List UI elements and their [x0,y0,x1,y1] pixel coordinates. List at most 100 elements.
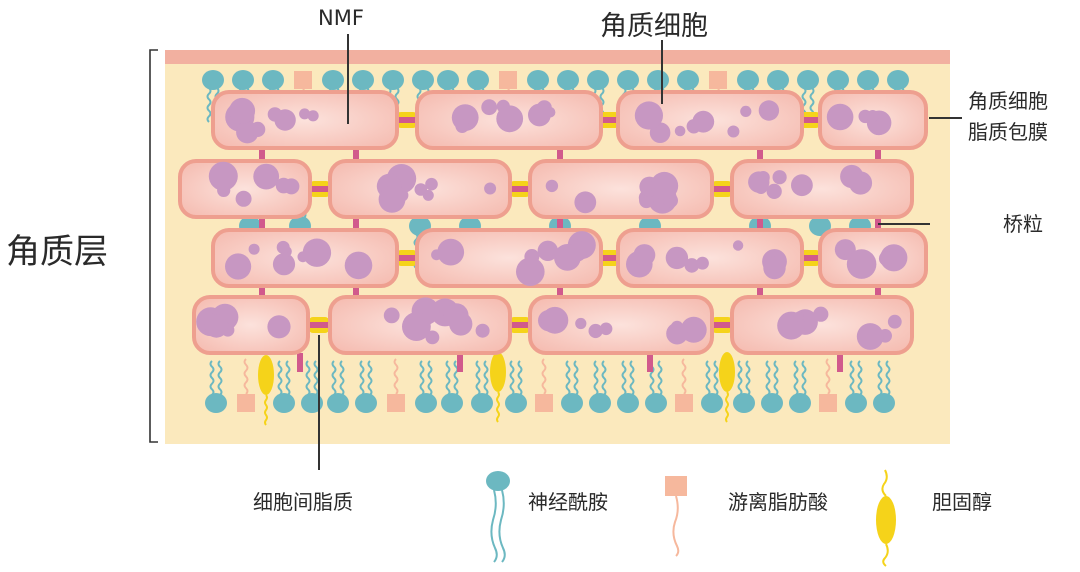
free-fatty-acid-head [294,71,312,89]
ceramide-molecule [327,393,349,413]
free-fatty-acid-icon-tail [672,495,680,557]
nmf-granule [541,306,569,334]
ceramide-head [412,70,434,90]
ceramide-head [701,393,723,413]
cholesterol-tail [264,394,268,426]
nmf-granule [496,105,524,133]
ceramide-molecule [617,393,639,413]
ceramide-tail [849,360,855,396]
corneodesmosome-label: 桥粒 [1003,212,1043,236]
free-fatty-acid-icon [665,476,687,496]
free-fatty-acid-tail [681,358,687,395]
cholesterol-molecule [258,355,274,395]
stratum-corneum-bracket [149,49,158,443]
free-fatty-acid-head [709,71,727,89]
ceramide-molecule [232,70,254,90]
ceramide-molecule [873,393,895,413]
ceramide-head [322,70,344,90]
ceramide-tail [313,360,319,396]
corneocyte-cell [528,295,714,355]
ceramide-tail [285,360,291,396]
nmf-granule [475,323,490,338]
ceramide-tail [705,360,711,396]
ceramide-head [327,393,349,413]
ceramide-tail [773,360,779,396]
nmf-granule [437,238,465,266]
ceramide-head [202,70,224,90]
ceramide-head [557,70,579,90]
ceramide-molecule [701,393,723,413]
ceramide-molecule [767,70,789,90]
ceramide-tail [305,360,311,396]
ceramide-molecule [202,70,224,90]
ceramide-tail [765,360,771,396]
ceramide-tail [801,360,807,396]
nmf-granule [791,174,813,197]
nmf-granule [299,108,311,120]
ceramide-head [471,393,493,413]
corneodesmosome [757,148,763,161]
nmf-granule [545,179,559,193]
ceramide-icon-tail [498,489,506,563]
ceramide-head [761,393,783,413]
nmf-granule [793,311,804,322]
corneodesmosome [297,353,303,372]
ceramide-tail [737,360,743,396]
top-edge-band [165,50,950,64]
corneodesmosome [557,217,563,230]
nmf-granule [267,315,291,339]
nmf-granule [878,251,894,266]
nmf-granule [414,183,428,196]
corneocyte-cell [730,295,914,355]
ceramide-molecule [273,393,295,413]
ceramide-head [437,70,459,90]
nmf-granule [588,323,603,339]
ceramide-molecule [761,393,783,413]
nmf-granule [665,246,689,270]
nmf-granule [449,312,473,336]
ceramide-molecule [857,70,879,90]
ceramide-molecule [527,70,549,90]
corneodesmosome [647,353,653,372]
nmf-granule [225,253,252,280]
corneodesmosome [310,186,330,192]
ceramide-molecule [505,393,527,413]
corneodesmosome [557,148,563,161]
nmf-granule [537,240,558,261]
corneodesmosome [712,322,732,328]
nmf-granule [634,101,664,130]
ceramide-head [767,70,789,90]
cholesterol-tail [725,391,729,423]
nmf-granule [856,323,884,350]
corneodesmosome [599,255,619,261]
ceramide-tail [621,360,627,396]
free-fatty-acid-tail [541,358,547,395]
ceramide-tail [713,360,719,396]
nmf-granule [253,163,280,190]
ceramide-molecule [737,70,759,90]
nmf-granule [766,183,782,199]
ceramide-head [587,70,609,90]
corneodesmosome [353,217,359,230]
ceramide-tail [857,360,863,396]
ceramide-icon [486,471,510,491]
nmf-granule [813,306,829,322]
ceramide-molecule [415,393,437,413]
nmf-granule [402,312,431,341]
nmf-granule [516,257,545,287]
ceramide-molecule [677,70,699,90]
nmf-granule [639,193,654,209]
corneodesmosome [599,117,619,123]
ceramide-molecule [205,393,227,413]
ceramide-molecule [789,393,811,413]
ceramide-head [737,70,759,90]
nmf-granule [826,103,854,131]
cholesterol-icon-tail [882,543,889,567]
nmf-granule [674,125,686,137]
ceramide-head [645,393,667,413]
nmf-granule [481,99,498,116]
legend-layer [486,469,896,567]
corneodesmosome [353,148,359,161]
corneodesmosome [875,148,881,161]
